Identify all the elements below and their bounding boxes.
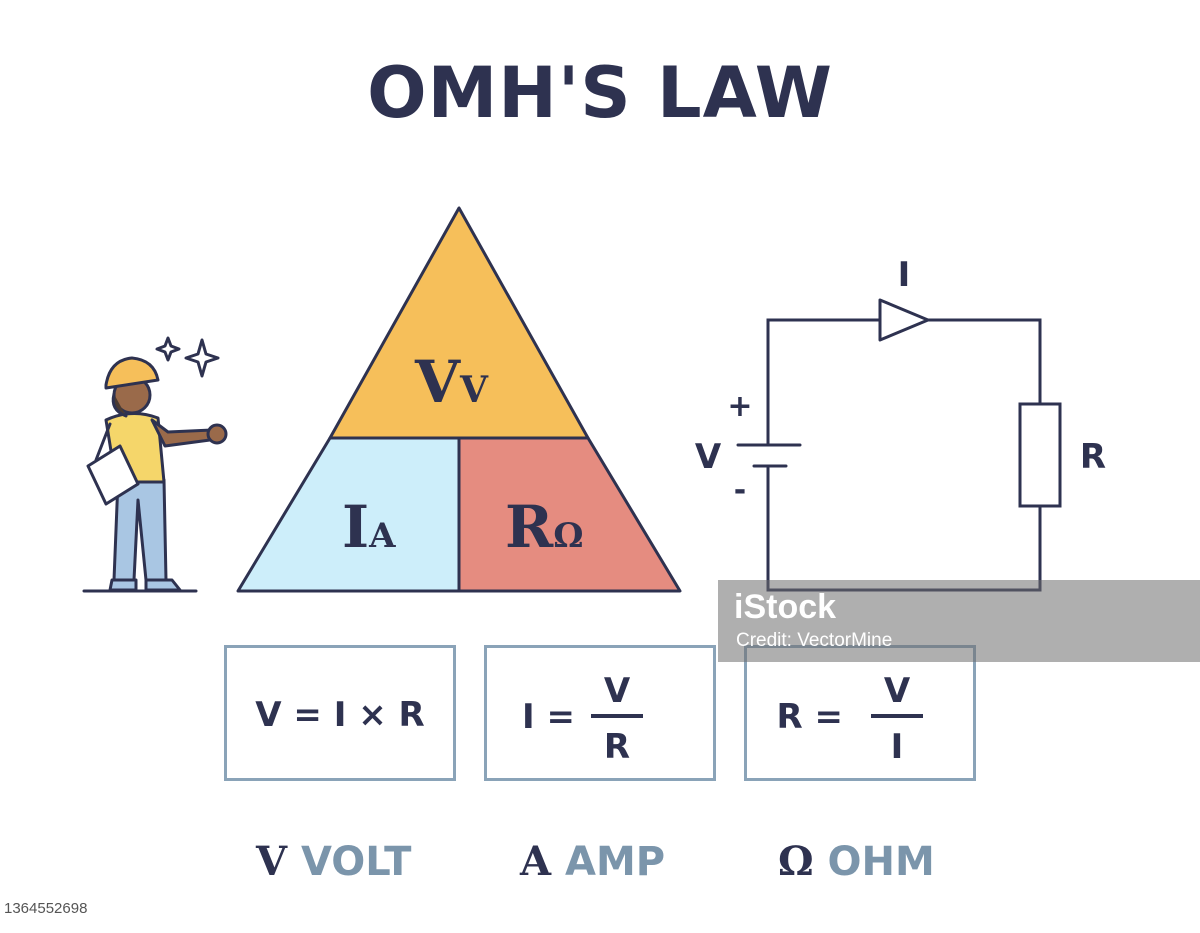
istock-watermark: iStock Credit: VectorMine bbox=[718, 580, 1200, 662]
formula-box-voltage: V = I × R bbox=[224, 645, 456, 781]
legend-amp: A AMP bbox=[520, 838, 665, 885]
ohms-law-triangle: VV IA RΩ bbox=[236, 206, 682, 593]
svg-text:IA: IA bbox=[342, 493, 396, 561]
current-arrow-icon bbox=[878, 298, 930, 342]
triangle-right-section bbox=[457, 436, 682, 593]
formula-current: I = V R bbox=[522, 671, 643, 767]
circuit-diagram bbox=[736, 298, 1062, 592]
legend-amp-symbol: A bbox=[520, 838, 552, 885]
triangle-top-unit: V bbox=[459, 369, 489, 411]
triangle-right-letter: R bbox=[505, 493, 554, 561]
triangle-right-unit: Ω bbox=[553, 516, 583, 556]
formula-current-denominator: R bbox=[604, 727, 630, 767]
formula-current-lhs: I = bbox=[522, 697, 575, 737]
formula-resistance: R = V I bbox=[776, 671, 923, 767]
formula-current-numerator: V bbox=[604, 671, 631, 711]
circuit-wire bbox=[766, 318, 1042, 592]
page-title: OMH'S LAW bbox=[367, 52, 833, 134]
triangle-left-unit: A bbox=[368, 516, 396, 556]
formula-voltage: V = I × R bbox=[255, 695, 424, 735]
formula-resistance-denominator: I bbox=[891, 727, 904, 767]
legend-ohm-symbol: Ω bbox=[778, 838, 814, 885]
triangle-left-letter: I bbox=[342, 493, 369, 561]
formula-resistance-lhs: R = bbox=[776, 697, 843, 737]
formula-resistance-numerator: V bbox=[884, 671, 911, 711]
plus-sign: + bbox=[727, 389, 752, 424]
formula-voltage-rhs: I × R bbox=[334, 695, 425, 735]
svg-text:RΩ: RΩ bbox=[505, 493, 583, 561]
minus-sign: - bbox=[734, 473, 746, 508]
engineer-illustration bbox=[82, 336, 228, 593]
formula-box-current: I = V R bbox=[484, 645, 716, 781]
legend-volt-symbol: V bbox=[256, 838, 288, 885]
svg-text:V = I × R: V = I × R bbox=[255, 695, 424, 735]
image-id: 1364552698 bbox=[0, 898, 92, 919]
legend-volt-word: VOLT bbox=[300, 839, 412, 885]
formula-voltage-lhs: V = bbox=[255, 695, 322, 735]
legend-ohm: Ω OHM bbox=[778, 838, 935, 885]
legend-volt: V VOLT bbox=[256, 838, 411, 885]
formula-box-resistance: R = V I bbox=[744, 645, 976, 781]
resistor-symbol bbox=[1018, 402, 1062, 508]
legend-amp-word: AMP bbox=[564, 839, 666, 885]
legend-ohm-word: OHM bbox=[827, 839, 935, 885]
voltage-label: V bbox=[695, 437, 722, 477]
current-label: I bbox=[898, 255, 911, 295]
svg-text:VV: VV bbox=[414, 348, 489, 416]
watermark-brand: iStock bbox=[734, 588, 837, 626]
watermark-credit: Credit: VectorMine bbox=[736, 630, 893, 651]
resistor-label: R bbox=[1080, 437, 1106, 477]
triangle-top-letter: V bbox=[414, 348, 461, 416]
